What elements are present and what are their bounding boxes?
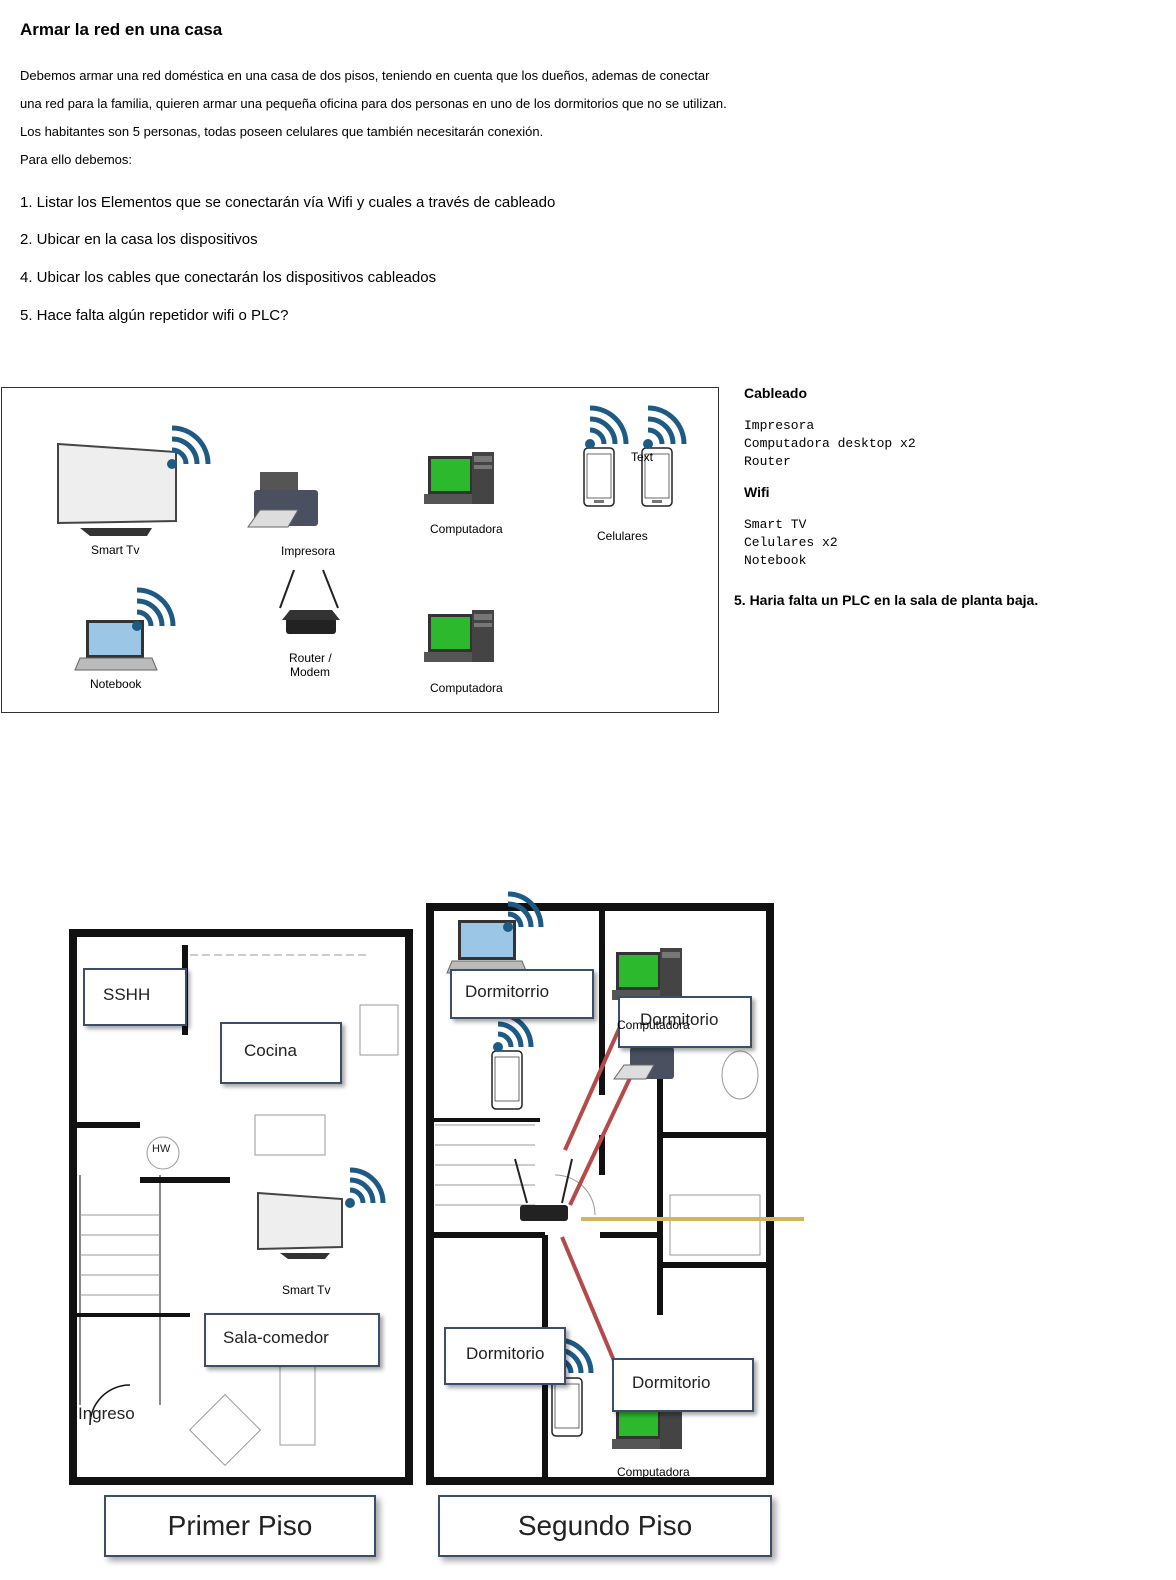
notebook-label: Notebook	[90, 677, 142, 691]
router-icon	[279, 569, 340, 634]
hw-label: HW	[152, 1143, 171, 1155]
first-floor-title: Primer Piso	[104, 1495, 376, 1557]
room-sala-comedor: Sala-comedor	[204, 1313, 380, 1367]
phone-text-label: Text	[631, 450, 654, 464]
plan-smart-tv-label: Smart Tv	[282, 1283, 331, 1297]
wifi-item-2: Celulares x2	[744, 535, 838, 550]
intro-line-4: Para ello debemos:	[20, 152, 133, 167]
step-5: 5. Hace falta algún repetidor wifi o PLC…	[20, 307, 289, 324]
computer-label-2: Computadora	[430, 681, 503, 695]
cableado-heading: Cableado	[744, 385, 808, 401]
cable-lines	[560, 1019, 632, 1376]
plan-computer-label-bottom: Computadora	[617, 1465, 690, 1479]
wifi-heading: Wifi	[744, 484, 770, 500]
wifi-item-1: Smart TV	[744, 517, 807, 532]
smart-tv-label: Smart Tv	[91, 543, 140, 557]
ingreso-label: Ingreso	[78, 1404, 135, 1423]
plan-computer-label-top: Computadora	[617, 1018, 690, 1032]
plan-router-icon	[514, 1158, 573, 1221]
computer-label-1: Computadora	[430, 522, 503, 536]
intro-line-1: Debemos armar una red doméstica en una c…	[20, 68, 710, 83]
room-dormitorio-1: Dormitorio	[618, 996, 752, 1048]
notebook-icon	[74, 620, 158, 671]
device-legend-box: Smart Tv Impresora Computadora Celulares…	[1, 387, 719, 713]
room-cocina: Cocina	[220, 1022, 342, 1084]
router-label-1: Router /	[289, 651, 332, 665]
intro-line-3: Los habitantes son 5 personas, todas pos…	[20, 124, 544, 139]
step-2: 2. Ubicar en la casa los dispositivos	[20, 231, 258, 248]
step-4: 4. Ubicar los cables que conectarán los …	[20, 269, 437, 286]
second-floor-title: Segundo Piso	[438, 1495, 772, 1557]
floor-plan: SSHH Cocina Sala-comedor Ingreso HW Smar…	[40, 885, 820, 1575]
page-title: Armar la red en una casa	[20, 20, 223, 39]
floor-plan-drawing	[69, 885, 804, 1485]
cableado-item-2: Computadora desktop x2	[744, 436, 916, 451]
room-sshh: SSHH	[83, 968, 187, 1026]
printer-icon	[247, 472, 318, 528]
wifi-item-3: Notebook	[744, 553, 807, 568]
device-illustrations	[57, 388, 720, 671]
room-dormitorio-3: Dormitorio	[612, 1358, 754, 1412]
phones-label: Celulares	[597, 529, 648, 543]
cableado-item-3: Router	[744, 454, 791, 469]
plan-notebook-icon	[446, 920, 528, 974]
step-1: 1. Listar los Elementos que se conectará…	[20, 194, 556, 211]
printer-label: Impresora	[281, 544, 336, 558]
cableado-item-1: Impresora	[744, 418, 815, 433]
room-dormitorio-2: Dormitorio	[444, 1327, 566, 1385]
router-label-2: Modem	[290, 665, 331, 679]
plc-answer: 5. Haria falta un PLC en la sala de plan…	[734, 592, 1039, 608]
room-dormitorrio: Dormitorrio	[450, 969, 594, 1019]
plan-smart-tv-icon	[257, 1191, 343, 1259]
smart-tv-icon	[57, 442, 177, 536]
intro-line-2: una red para la familia, quieren armar u…	[20, 96, 727, 111]
